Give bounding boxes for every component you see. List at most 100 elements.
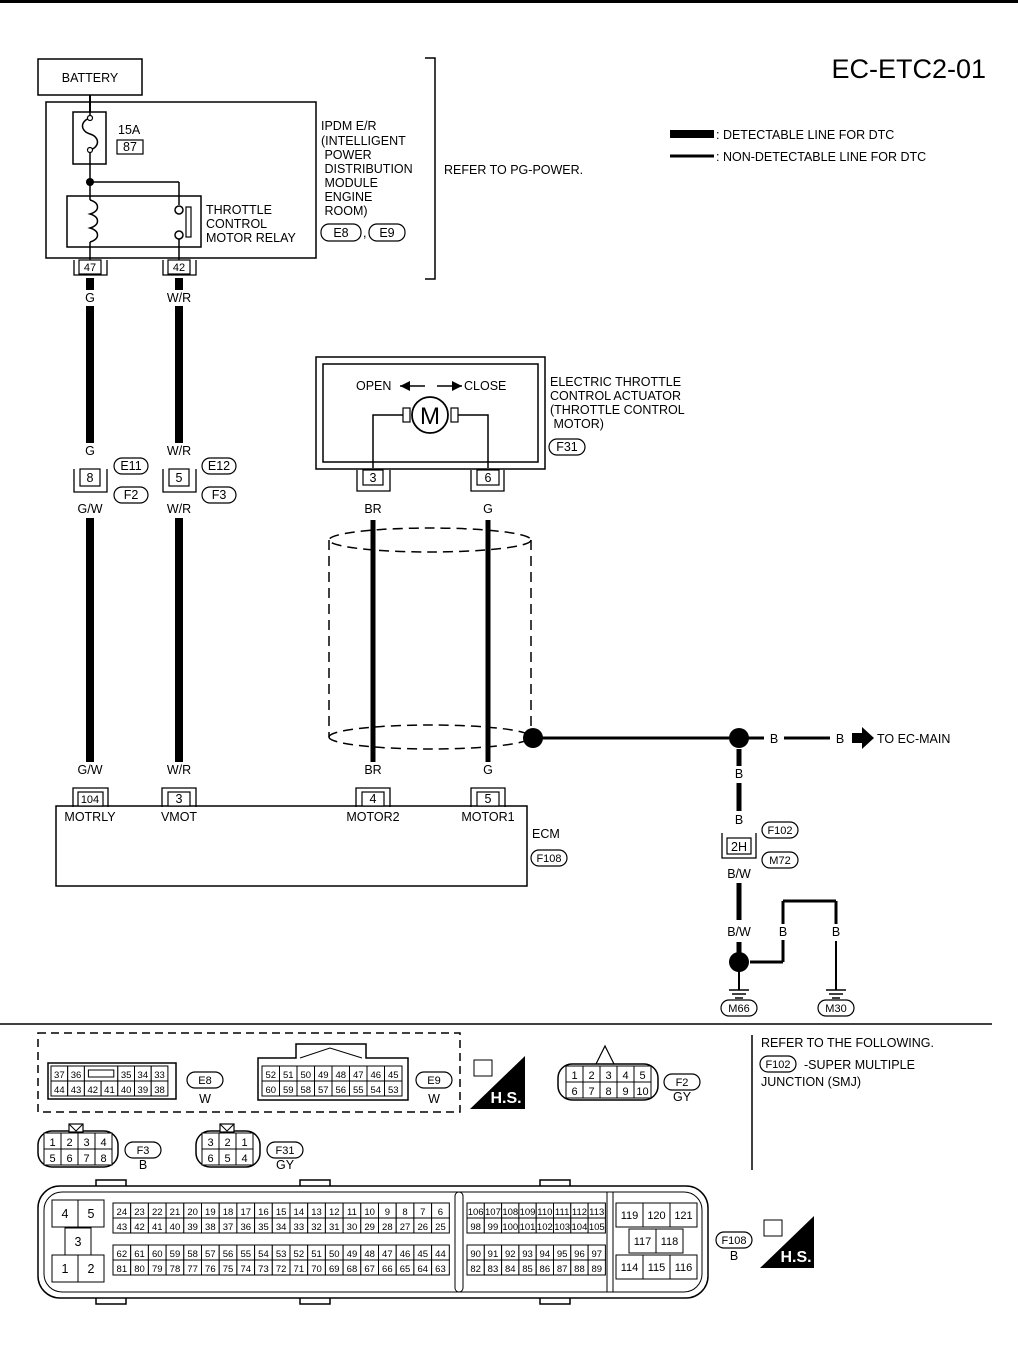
conn-f2: F2 — [124, 488, 139, 502]
pin-label: 94 — [540, 1249, 551, 1260]
pin-label: 55 — [353, 1085, 364, 1096]
pin-label: 8 — [402, 1207, 407, 1218]
pin-label: 100 — [502, 1222, 518, 1233]
pin-label: 18 — [223, 1207, 234, 1218]
pin-label: 80 — [134, 1264, 145, 1275]
svg-text:G: G — [483, 502, 493, 516]
pin-label: 2 — [88, 1262, 95, 1276]
pin-label: 93 — [522, 1249, 533, 1260]
pin-label: 21 — [170, 1207, 181, 1218]
pin-label: 44 — [435, 1249, 446, 1260]
pin-label: 79 — [152, 1264, 163, 1275]
ecm-pin-name-motor1: MOTOR1 — [461, 810, 514, 824]
pin-label: 71 — [294, 1264, 305, 1275]
pin-label: 6 — [571, 1086, 577, 1098]
pin-label: 5 — [49, 1153, 55, 1165]
pin-label: 92 — [505, 1249, 516, 1260]
svg-text:E9: E9 — [427, 1075, 440, 1087]
wire-color-g-1: G — [85, 291, 95, 305]
pin-label: 6 — [66, 1153, 72, 1165]
pin-label: 109 — [520, 1207, 536, 1218]
pin-label: 119 — [621, 1210, 639, 1222]
actuator-open: OPEN — [356, 379, 391, 393]
pin-label: 77 — [187, 1264, 198, 1275]
pin-label: 60 — [265, 1085, 276, 1096]
pin-label: 70 — [311, 1264, 322, 1275]
pin-label: 3 — [83, 1137, 89, 1149]
svg-text:JUNCTION (SMJ): JUNCTION (SMJ) — [761, 1075, 861, 1089]
pin-label: 74 — [240, 1264, 251, 1275]
pin-label: 1 — [49, 1137, 55, 1149]
pin-label: 4 — [100, 1137, 106, 1149]
pin-label: 63 — [435, 1264, 446, 1275]
pin-label: 58 — [187, 1249, 198, 1260]
harness-side-icon: H.S. — [469, 1055, 526, 1110]
pin-label: 55 — [240, 1249, 251, 1260]
svg-text:B: B — [139, 1158, 147, 1172]
ipdm-conn-e9: E9 — [379, 226, 394, 240]
pin-label: 51 — [311, 1249, 322, 1260]
svg-text:104: 104 — [81, 794, 99, 806]
pin-label: 2 — [66, 1137, 72, 1149]
svg-text:3: 3 — [370, 471, 377, 485]
actuator-label: ELECTRIC THROTTLE CONTROL ACTUATOR (THRO… — [0, 0, 702, 431]
svg-text:H.S.: H.S. — [780, 1249, 811, 1266]
pin-label: 2 — [588, 1070, 594, 1082]
pin-label: 3 — [605, 1070, 611, 1082]
svg-text:G: G — [85, 444, 95, 458]
svg-text:B/W: B/W — [727, 867, 751, 881]
pin-label: 50 — [300, 1070, 311, 1081]
svg-text:B/W: B/W — [727, 925, 751, 939]
svg-text:BR: BR — [364, 502, 381, 516]
pin-label: 32 — [311, 1222, 322, 1233]
pin-label: 9 — [385, 1207, 390, 1218]
pin-label: 98 — [470, 1222, 481, 1233]
pin-label: 66 — [382, 1264, 393, 1275]
ipdm-refer: REFER TO PG-POWER. — [444, 163, 583, 177]
actuator-pin-3: 3 — [356, 469, 391, 492]
pin-label: 10 — [364, 1207, 375, 1218]
pin-label: 103 — [554, 1222, 570, 1233]
pin-label: 20 — [187, 1207, 198, 1218]
svg-text:E8: E8 — [198, 1075, 211, 1087]
svg-text:47: 47 — [84, 262, 96, 274]
svg-text:W/R: W/R — [167, 502, 191, 516]
ecm-label: ECM — [532, 827, 560, 841]
pin-label: 33 — [294, 1222, 305, 1233]
pin-label: 25 — [435, 1222, 446, 1233]
pin-label: 114 — [621, 1262, 639, 1274]
pin-label: 91 — [488, 1249, 499, 1260]
pin-label: 121 — [674, 1210, 692, 1222]
svg-text:F3: F3 — [137, 1145, 150, 1157]
svg-text:B: B — [735, 813, 743, 827]
pin-label: 14 — [294, 1207, 305, 1218]
pin-label: 75 — [223, 1264, 234, 1275]
pin-label: 19 — [205, 1207, 216, 1218]
svg-text:BR: BR — [364, 763, 381, 777]
pin-label: 51 — [283, 1070, 294, 1081]
pin-label: 73 — [258, 1264, 269, 1275]
ground-m66: M66 — [728, 1003, 749, 1015]
pin-label: 1 — [571, 1070, 577, 1082]
svg-text:G/W: G/W — [78, 502, 103, 516]
pin-label: 5 — [88, 1207, 95, 1221]
legend-non-detectable: : NON-DETECTABLE LINE FOR DTC — [716, 150, 926, 164]
battery-label: BATTERY — [62, 71, 119, 85]
pin-label: 87 — [557, 1264, 568, 1275]
pin-label: 8 — [605, 1086, 611, 1098]
pin-label: 39 — [187, 1222, 198, 1233]
conn-e11: E11 — [120, 459, 141, 473]
pin-label: 12 — [329, 1207, 340, 1218]
pin-label: 59 — [170, 1249, 181, 1260]
pin-label: 107 — [485, 1207, 501, 1218]
pin-label: 28 — [382, 1222, 393, 1233]
pin-label: 50 — [329, 1249, 340, 1260]
svg-text:,: , — [363, 226, 366, 240]
pin-label: 65 — [400, 1264, 411, 1275]
svg-text:B: B — [779, 925, 787, 939]
pin-label: 31 — [329, 1222, 340, 1233]
svg-text:W: W — [199, 1092, 211, 1106]
pin-label: 38 — [154, 1085, 165, 1096]
pin-label: 45 — [417, 1249, 428, 1260]
pin-label: 53 — [276, 1249, 287, 1260]
